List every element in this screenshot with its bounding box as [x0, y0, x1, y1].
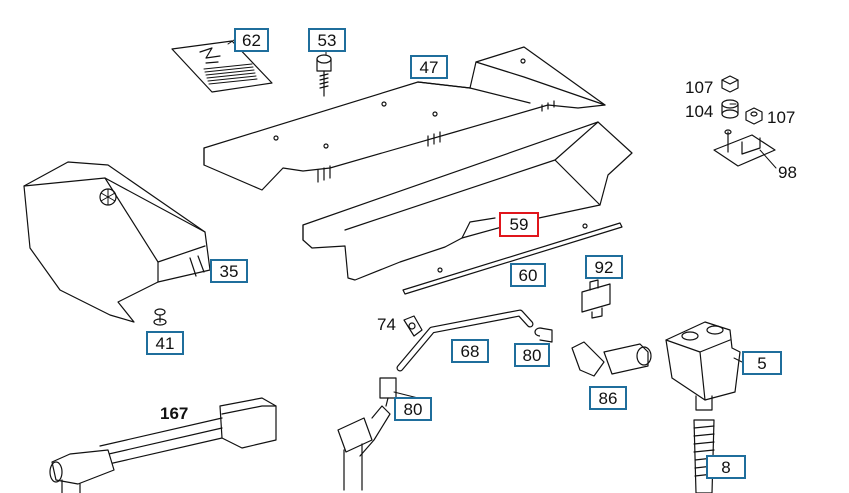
callout-86[interactable]: 86: [589, 386, 627, 410]
callout-62[interactable]: 62: [234, 28, 269, 52]
callout-59-selected[interactable]: 59: [499, 212, 539, 237]
label-107-upper: 107: [685, 78, 714, 97]
label-104: 104: [685, 102, 714, 121]
callout-53[interactable]: 53: [308, 28, 346, 52]
callout-80-upper[interactable]: 80: [514, 343, 550, 367]
ignition-cable-part: [49, 397, 277, 493]
screw-part: [153, 308, 167, 326]
connector-part: [379, 377, 397, 407]
callout-41[interactable]: 41: [146, 331, 184, 355]
callout-80-lower[interactable]: 80: [394, 397, 432, 421]
holder-part: [403, 315, 423, 337]
label-74: 74: [377, 315, 396, 334]
callout-92[interactable]: 92: [585, 255, 623, 279]
spacer-part: [721, 99, 739, 119]
nut-part-2: [745, 107, 763, 125]
callout-8[interactable]: 8: [706, 455, 746, 479]
plug-connector-part: [571, 341, 652, 377]
bolt-part: [316, 54, 332, 97]
callout-47[interactable]: 47: [410, 55, 448, 79]
clip-part: [581, 279, 611, 319]
callout-35[interactable]: 35: [210, 259, 248, 283]
plug-boot-part: [337, 405, 391, 491]
label-167: 167: [160, 404, 189, 423]
nut-part: [721, 75, 739, 93]
label-98: 98: [778, 163, 797, 182]
warning-label-part: [171, 40, 273, 93]
lower-cover-part: [302, 121, 633, 281]
upper-cover-part: [203, 46, 606, 191]
engine-cover-part: [23, 161, 211, 323]
label-107-lower: 107: [767, 108, 796, 127]
bracket-part: [713, 129, 776, 167]
callout-68[interactable]: 68: [451, 339, 489, 363]
callout-60[interactable]: 60: [510, 263, 546, 287]
ignition-coil-part: [665, 321, 741, 411]
seal-strip-part: [402, 222, 623, 295]
ignition-lead-part: [396, 309, 553, 372]
callout-5[interactable]: 5: [742, 351, 782, 375]
